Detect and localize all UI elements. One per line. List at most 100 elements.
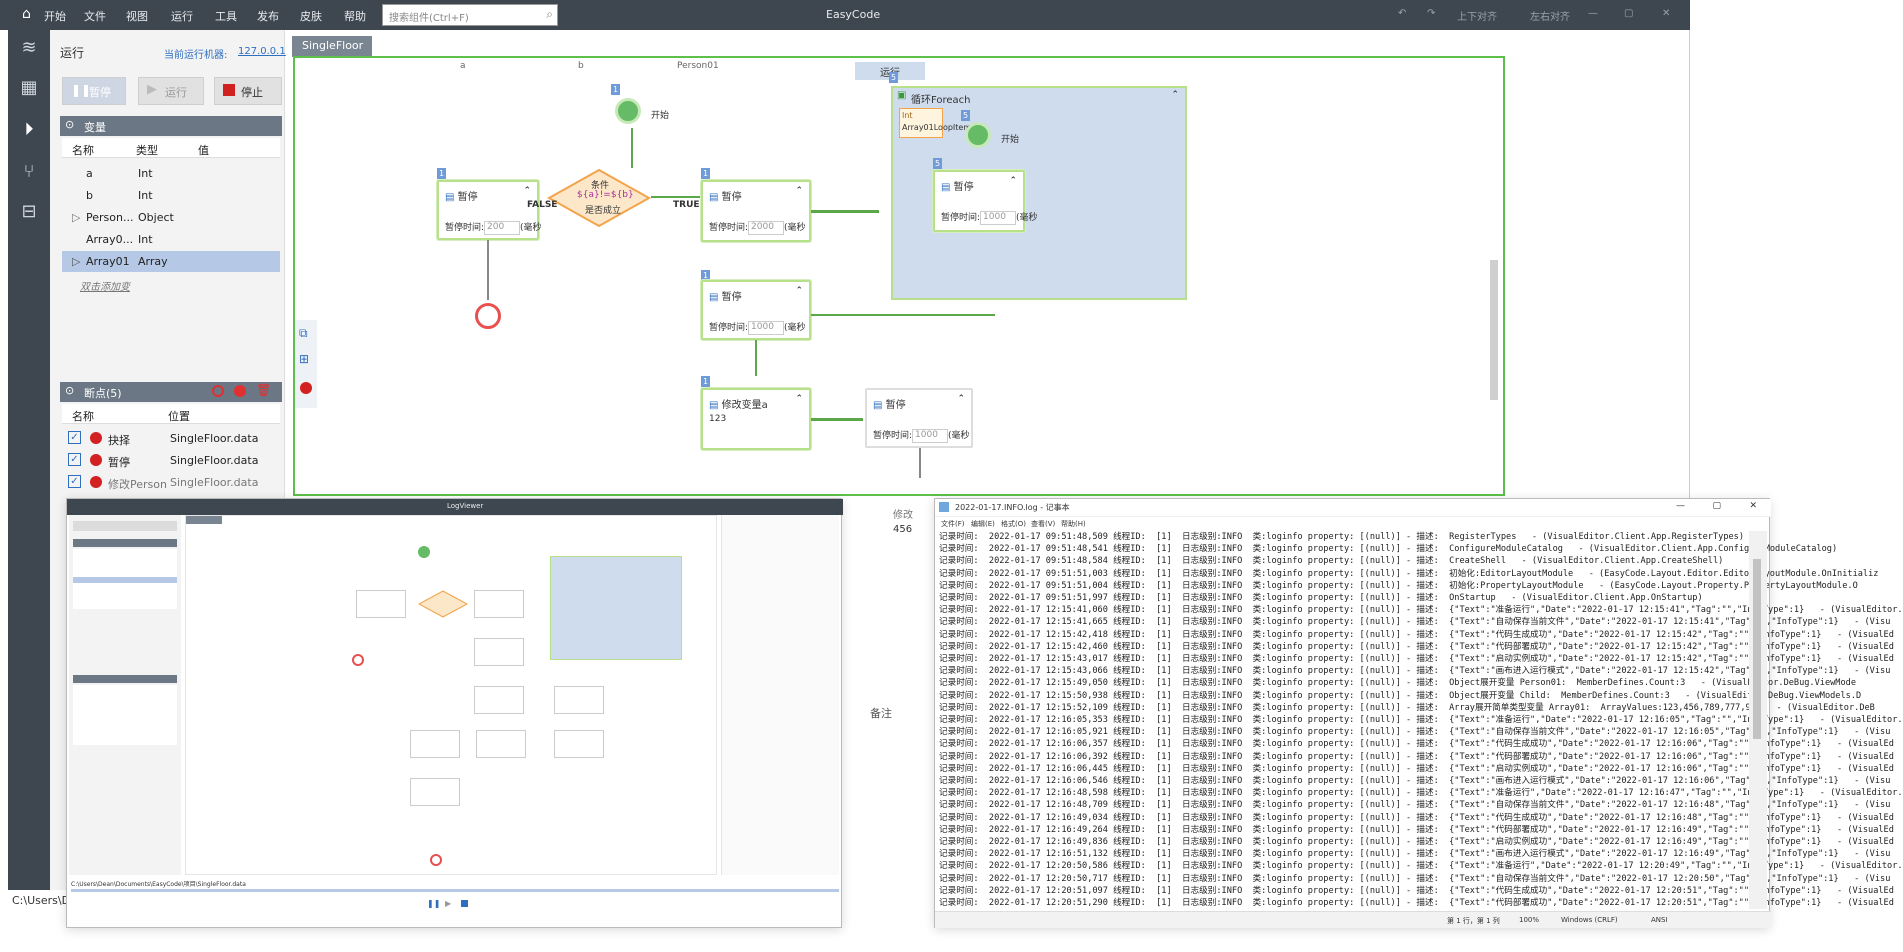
col-type[interactable]: 类型 [136, 144, 158, 157]
grid-icon[interactable]: ▦ [20, 77, 38, 98]
menu-edit[interactable]: 编辑(E) [971, 520, 995, 528]
foreach-start-node[interactable] [965, 122, 991, 148]
tab-singlefloor[interactable]: SingleFloor [292, 36, 372, 57]
menu-format[interactable]: 格式(O) [1001, 520, 1026, 528]
pause-node-loop[interactable]: ▤ 暂停 ⌃ 暂停时间:1000(毫秒 [701, 280, 811, 340]
checkbox[interactable]: ✓ [68, 431, 81, 444]
pause-time-input[interactable]: 1000 [748, 320, 785, 335]
undo-icon[interactable]: ↶ [1398, 8, 1407, 19]
modify-variable-node[interactable]: ▤ 修改变量a ⌃ 123 [701, 388, 811, 450]
maximize-icon[interactable]: ▢ [1712, 501, 1721, 511]
delete-icon[interactable]: 🗑 [256, 383, 272, 397]
scrollbar-thumb[interactable] [1753, 559, 1761, 739]
chevron-up-icon[interactable]: ⌃ [1009, 176, 1017, 186]
menu-start[interactable]: 开始 [44, 10, 66, 23]
pause-node-right[interactable]: ▤ 暂停 ⌃ 暂停时间:1000(毫秒 [865, 388, 973, 448]
variables-header[interactable]: ⊙ 变量 [60, 116, 282, 136]
close-icon[interactable]: ✕ [1662, 8, 1671, 19]
branch-icon[interactable]: ⑂ [23, 161, 35, 182]
vertical-scrollbar[interactable] [1490, 260, 1498, 400]
redo-icon[interactable]: ↷ [1427, 8, 1436, 19]
close-icon[interactable]: ✕ [1749, 501, 1757, 511]
col-location[interactable]: 位置 [168, 410, 190, 423]
breakpoint-icon[interactable] [300, 382, 312, 394]
menu-publish[interactable]: 发布 [257, 10, 279, 23]
breakpoint-row[interactable]: ✓ 修改Person SingleFloor.data [62, 472, 280, 493]
run-button[interactable]: ▶ 运行 [138, 77, 204, 105]
menu-view[interactable]: 查看(V) [1031, 520, 1056, 528]
tree-icon[interactable]: ⊞ [299, 352, 310, 366]
breakpoint-row[interactable]: ✓ 暂停 SingleFloor.data [62, 450, 280, 471]
chevron-up-icon[interactable]: ⌃ [957, 394, 965, 404]
loop-item-variable[interactable]: Int Array01LoopItem [899, 108, 971, 138]
col-value[interactable]: 值 [198, 144, 209, 157]
align-horizontal-button[interactable]: 左右对齐 [1530, 12, 1570, 23]
foreach-pause-node[interactable]: ▤ 暂停 ⌃ 暂停时间:1000(毫秒 [933, 170, 1038, 232]
variable-row[interactable]: a Int [62, 163, 280, 184]
col-name[interactable]: 名称 [72, 410, 94, 423]
menu-help[interactable]: 帮助(H) [1061, 520, 1086, 528]
breakpoints-header[interactable]: ⊙ 断点(5) 🗑 [60, 382, 282, 402]
package-icon[interactable]: ⊟ [21, 201, 37, 222]
pause-node-mid[interactable]: ▤ 暂停 ⌃ 暂停时间:2000(毫秒 [701, 180, 811, 242]
play-icon[interactable]: ⏵ [24, 119, 34, 140]
variable-row[interactable]: b Int [62, 185, 280, 206]
pause-icon: ▤ [709, 292, 722, 303]
stop-icon[interactable] [461, 900, 468, 907]
collapse-icon[interactable]: ⊙ [65, 384, 75, 397]
breakpoint-outline-icon[interactable] [212, 385, 224, 397]
breakpoint-filled-icon[interactable] [234, 385, 246, 397]
machine-link[interactable]: 127.0.0.1 [238, 46, 286, 57]
add-variable-hint[interactable]: 双击添加变 [80, 282, 130, 293]
notepad-menubar: 文件(F) 编辑(E) 格式(O) 查看(V) 帮助(H) [935, 517, 1771, 531]
search-input[interactable]: 搜索组件(Ctrl+F) ⌕ [382, 4, 558, 26]
timeline-slider[interactable] [71, 889, 839, 892]
flow-canvas[interactable]: a b Person01 运行 ⧉ ⊞ 1 1 1 1 1 5 开始 ▤ 暂停 … [293, 56, 1505, 496]
checkbox[interactable]: ✓ [68, 453, 81, 466]
expand-icon[interactable]: ▷ [72, 255, 81, 268]
menu-help[interactable]: 帮助 [344, 10, 366, 23]
variable-row[interactable]: ▷ Person... Object [62, 207, 280, 228]
maximize-icon[interactable]: ▢ [1624, 8, 1634, 19]
variable-row[interactable]: Array0... Int [62, 229, 280, 250]
menu-file[interactable]: 文件 [84, 10, 106, 23]
layers-icon[interactable]: ≋ [21, 37, 37, 58]
chevron-up-icon[interactable]: ⌃ [1171, 90, 1179, 100]
pause-node-left[interactable]: ▤ 暂停 ⌃ 暂停时间:200(毫秒 [437, 180, 542, 240]
menu-run[interactable]: 运行 [171, 10, 193, 23]
partial-node[interactable] [879, 488, 939, 496]
collapse-icon[interactable]: ⊙ [65, 118, 75, 131]
pause-time-input[interactable]: 200 [484, 220, 521, 235]
variable-row-selected[interactable]: ▷ Array01 Array [62, 251, 280, 272]
pause-time-input[interactable]: 2000 [748, 220, 785, 235]
col-name[interactable]: 名称 [72, 144, 94, 157]
pause-icon[interactable]: ❚❚ [427, 899, 441, 908]
pause-time-input[interactable]: 1000 [980, 210, 1017, 225]
foreach-container[interactable]: ▣ 循环Foreach ⌃ Int Array01LoopItem 5 开始 5… [891, 86, 1187, 300]
expand-icon[interactable]: ▷ [72, 211, 81, 224]
frame-icon[interactable]: ⧉ [299, 326, 308, 340]
start-node[interactable] [615, 98, 641, 124]
log-text-area[interactable]: 记录时间: 2022-01-17 09:51:48,509 线程ID: [1] … [939, 531, 1903, 908]
chevron-up-icon[interactable]: ⌃ [523, 186, 531, 196]
pause-button[interactable]: ❚❚ 暂停 [62, 77, 126, 105]
chevron-up-icon[interactable]: ⌃ [795, 394, 803, 404]
home-icon[interactable]: ⌂ [22, 6, 31, 22]
chevron-up-icon[interactable]: ⌃ [795, 286, 803, 296]
pause-time-input[interactable]: 1000 [912, 428, 949, 443]
menu-tools[interactable]: 工具 [215, 10, 237, 23]
stop-button[interactable]: 停止 [214, 77, 282, 105]
checkbox[interactable]: ✓ [68, 475, 81, 488]
search-icon[interactable]: ⌕ [546, 7, 553, 21]
align-vertical-button[interactable]: 上下对齐 [1457, 12, 1497, 23]
menu-view[interactable]: 视图 [126, 10, 148, 23]
minimize-icon[interactable]: — [1588, 8, 1598, 19]
condition-node[interactable] [546, 168, 652, 228]
minimize-icon[interactable]: — [1676, 501, 1685, 511]
menu-skin[interactable]: 皮肤 [300, 10, 322, 23]
end-node[interactable] [475, 303, 501, 329]
breakpoint-row[interactable]: ✓ 抉择 SingleFloor.data [62, 428, 280, 449]
chevron-up-icon[interactable]: ⌃ [795, 186, 803, 196]
menu-file[interactable]: 文件(F) [941, 520, 965, 528]
play-icon[interactable]: ▶ [445, 899, 452, 908]
